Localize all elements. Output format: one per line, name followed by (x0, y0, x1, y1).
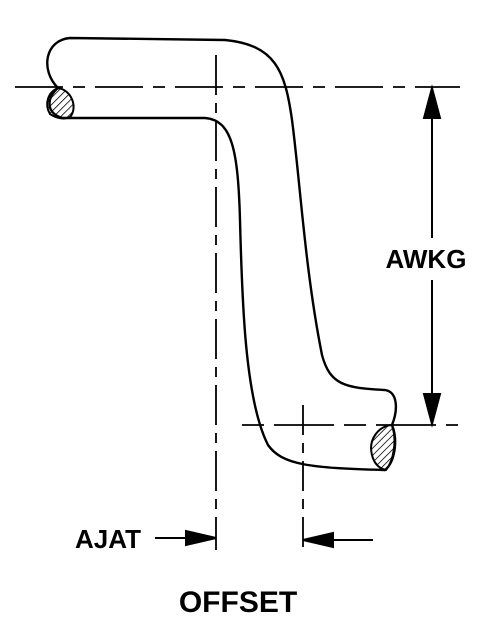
awkg-arrow-down-icon (422, 393, 442, 428)
tube-inner-edge (60, 116, 387, 472)
awkg-arrow-up-icon (422, 84, 442, 119)
vertical-dimension (422, 84, 442, 428)
horizontal-dimension (155, 529, 373, 549)
awkg-label: AWKG (386, 244, 467, 274)
ajat-arrow-right-icon (185, 529, 217, 547)
ajat-label: AJAT (75, 524, 141, 554)
offset-caption: OFFSET (179, 586, 297, 619)
left-section-hatch (46, 86, 75, 120)
tube-outer-edge (46, 36, 398, 427)
centerlines (15, 55, 460, 550)
right-section-hatch (370, 423, 396, 472)
tube-outline (46, 36, 398, 472)
offset-arrow-left-icon (302, 531, 334, 549)
